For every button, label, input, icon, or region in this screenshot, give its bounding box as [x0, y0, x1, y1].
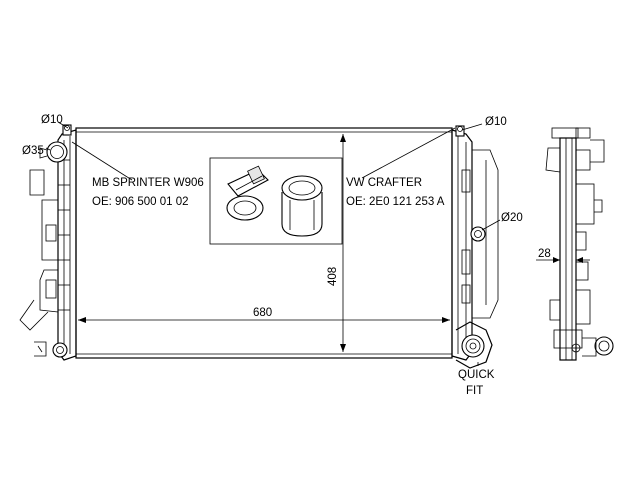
- quick-fit-label-line2: FIT: [466, 385, 483, 397]
- left-oe-number: OE: 906 500 01 02: [92, 196, 189, 208]
- quick-fit-label-line1: QUICK: [458, 369, 495, 381]
- filter-sleeve-illustration: [281, 175, 323, 237]
- left-tank: [19, 124, 77, 361]
- left-vehicle-label: MB SPRINTER W906: [92, 177, 204, 189]
- right-top-vent: [455, 125, 465, 137]
- right-top-diameter-label: Ø10: [485, 116, 507, 128]
- left-outlet-diameter-label: Ø35: [22, 145, 44, 157]
- right-vehicle-label: VW CRAFTER: [346, 177, 422, 189]
- radiator-side-view: [536, 127, 614, 361]
- right-oe-number: OE: 2E0 121 253 A: [346, 196, 445, 208]
- left-outlet-pipe: [39, 141, 68, 163]
- side-depth-label: 28: [538, 248, 551, 260]
- left-top-vent: [62, 124, 72, 136]
- hose-clamp-illustration: [226, 165, 269, 221]
- accessory-inset: [209, 157, 343, 245]
- right-side-port: [470, 226, 486, 242]
- radiator-core: [75, 127, 453, 359]
- right-port-diameter-label: Ø20: [501, 212, 523, 224]
- left-drain-plug: [34, 341, 68, 358]
- side-depth-dimension: [536, 257, 590, 263]
- height-dimension: [340, 134, 346, 352]
- width-dimension-label: 680: [253, 307, 272, 319]
- right-tank: [451, 125, 499, 369]
- right-tank-ribs: [461, 169, 471, 304]
- left-top-diameter-label: Ø10: [41, 114, 63, 126]
- height-dimension-label: 408: [327, 267, 339, 286]
- leader-lines: [45, 121, 501, 366]
- quick-fit-outlet: [455, 321, 493, 369]
- width-dimension: [78, 317, 450, 323]
